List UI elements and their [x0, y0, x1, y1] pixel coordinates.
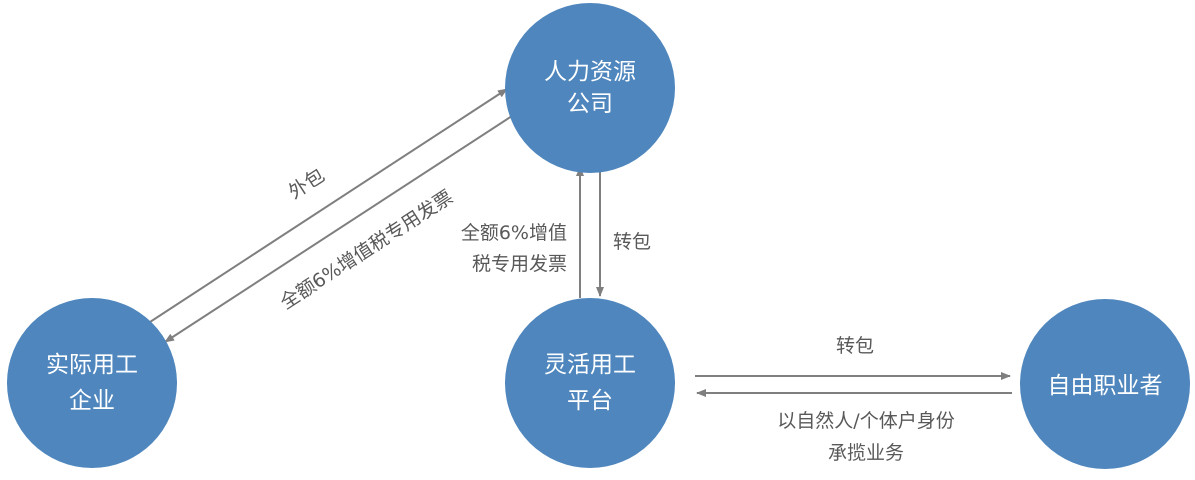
node-hr-company: 人力资源 公司	[505, 3, 675, 173]
label-freelancer-to-platform-line1: 以自然人/个体户身份	[777, 410, 954, 432]
node-hr-company-line1: 人力资源	[544, 59, 636, 85]
node-platform-line1: 灵活用工	[544, 352, 636, 378]
node-platform-line2: 平台	[567, 388, 613, 414]
label-hr-to-employer: 全额6%增值税专用发票	[276, 186, 457, 314]
arrow-employer-to-hr	[149, 88, 508, 323]
node-employer-line2: 企业	[69, 388, 115, 414]
label-hr-to-platform: 转包	[613, 231, 651, 253]
label-platform-to-hr-line1: 全额6%增值	[461, 222, 567, 244]
label-platform-to-freelancer: 转包	[836, 335, 874, 357]
label-employer-to-hr: 外包	[285, 164, 329, 203]
label-platform-to-hr-line2: 税专用发票	[472, 253, 567, 275]
node-hr-company-line2: 公司	[567, 91, 613, 117]
node-freelancer: 自由职业者	[1020, 299, 1190, 469]
arrow-hr-to-employer	[164, 115, 513, 343]
node-freelancer-label: 自由职业者	[1048, 373, 1163, 399]
node-platform: 灵活用工 平台	[505, 298, 675, 468]
node-employer-line1: 实际用工	[46, 352, 138, 378]
node-employer: 实际用工 企业	[7, 298, 177, 468]
label-freelancer-to-platform-line2: 承揽业务	[828, 442, 904, 464]
